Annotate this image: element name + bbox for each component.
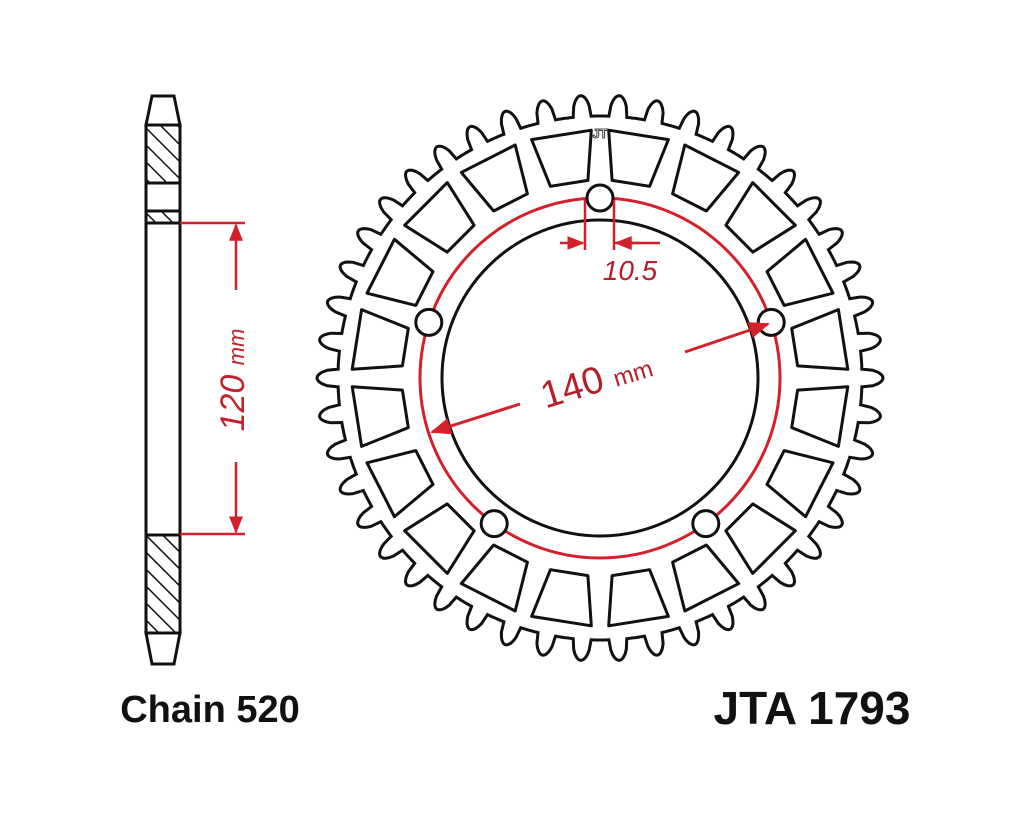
- lightening-window: [724, 502, 797, 575]
- lightening-window: [765, 449, 835, 519]
- lightening-window: [459, 543, 529, 613]
- lightening-window: [790, 385, 850, 448]
- side-bottom-hatch: [144, 533, 182, 635]
- logo-jt: JT: [592, 126, 607, 141]
- lightening-window: [607, 128, 670, 188]
- side-top-hatch: [144, 123, 182, 185]
- side-view: [144, 94, 182, 666]
- side-body: [144, 221, 182, 537]
- side-bottom-cap: [144, 631, 182, 666]
- side-top-gap: [144, 181, 182, 213]
- side-top-cap: [144, 94, 182, 127]
- center-bore: [440, 218, 760, 538]
- lightening-window: [671, 143, 741, 213]
- bolt-hole: [414, 307, 444, 337]
- bolt-hole: [585, 183, 615, 213]
- lightening-window: [607, 568, 670, 628]
- dimension-10-5-label: 10.5: [603, 255, 658, 286]
- lightening-window: [365, 449, 435, 519]
- dimension-140: [429, 322, 770, 435]
- lightening-windows: [350, 128, 850, 628]
- bolt-holes: [414, 183, 786, 539]
- bolt-hole: [756, 307, 786, 337]
- bolt-hole: [479, 509, 509, 539]
- lightening-window: [403, 181, 476, 254]
- lightening-window: [765, 237, 835, 307]
- lightening-window: [671, 543, 741, 613]
- dimension-120: [180, 221, 245, 536]
- lightening-window: [790, 308, 850, 371]
- lightening-window: [350, 308, 410, 371]
- lightening-window: [724, 181, 797, 254]
- dimension-120-label: 120 mm: [214, 329, 252, 432]
- lightening-window: [530, 568, 593, 628]
- lightening-window: [403, 502, 476, 575]
- side-small-hatch: [144, 209, 182, 225]
- lightening-window: [530, 128, 593, 188]
- bolt-hole: [691, 509, 721, 539]
- dimension-10-5: [560, 200, 660, 250]
- chain-caption: Chain 520: [120, 689, 300, 731]
- lightening-window: [459, 143, 529, 213]
- lightening-window: [365, 237, 435, 307]
- part-number-caption: JTA 1793: [714, 682, 911, 734]
- lightening-window: [350, 385, 410, 448]
